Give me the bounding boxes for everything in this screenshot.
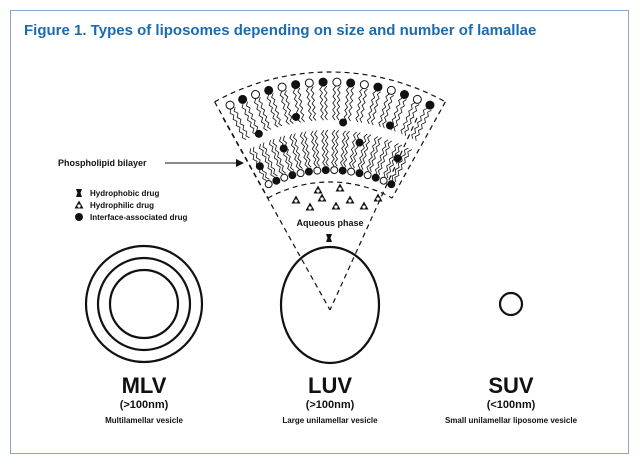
luv-size: (>100nm)	[306, 399, 355, 411]
legend: Hydrophobic drug Hydrophilic drug Interf…	[74, 189, 187, 222]
luv-abbr: LUV	[308, 373, 352, 398]
bilayer-label: Phospholipid bilayer	[58, 158, 147, 168]
interface-drug-icon	[75, 213, 83, 221]
bilayer-right-edge	[391, 101, 446, 199]
aqueous-phase-label: Aqueous phase	[296, 218, 363, 228]
aqueous-drugs	[291, 183, 383, 211]
suv-vesicle	[498, 291, 524, 317]
suv-size: (<100nm)	[487, 399, 536, 411]
bilayer-outer-arc	[214, 71, 446, 103]
legend-label-hydrophobic: Hydrophobic drug	[90, 189, 159, 198]
legend-label-hydrophilic: Hydrophilic drug	[90, 201, 154, 210]
phospholipid-bilayer-wedge	[214, 71, 446, 199]
bilayer-inner-arc	[267, 181, 393, 199]
aqueous-hydrophobic-drug-icon	[326, 234, 332, 242]
cone-left-line	[222, 117, 331, 311]
suv-description: Small unilamellar liposome vesicle	[445, 416, 578, 425]
hydrophobic-drug-icon	[76, 189, 82, 197]
mlv-description: Multilamellar vesicle	[105, 416, 183, 425]
luv-description: Large unilamellar vesicle	[282, 416, 378, 425]
mlv-vesicle	[84, 244, 204, 364]
figure-title: Figure 1. Types of liposomes depending o…	[24, 22, 537, 39]
mlv-size: (>100nm)	[120, 399, 169, 411]
hydrophilic-drug-icon	[74, 200, 84, 209]
mlv-abbr: MLV	[122, 373, 167, 398]
suv-abbr: SUV	[488, 373, 534, 398]
cone-right-line	[329, 117, 418, 311]
luv-vesicle	[279, 245, 381, 365]
legend-label-interface: Interface-associated drug	[90, 213, 187, 222]
